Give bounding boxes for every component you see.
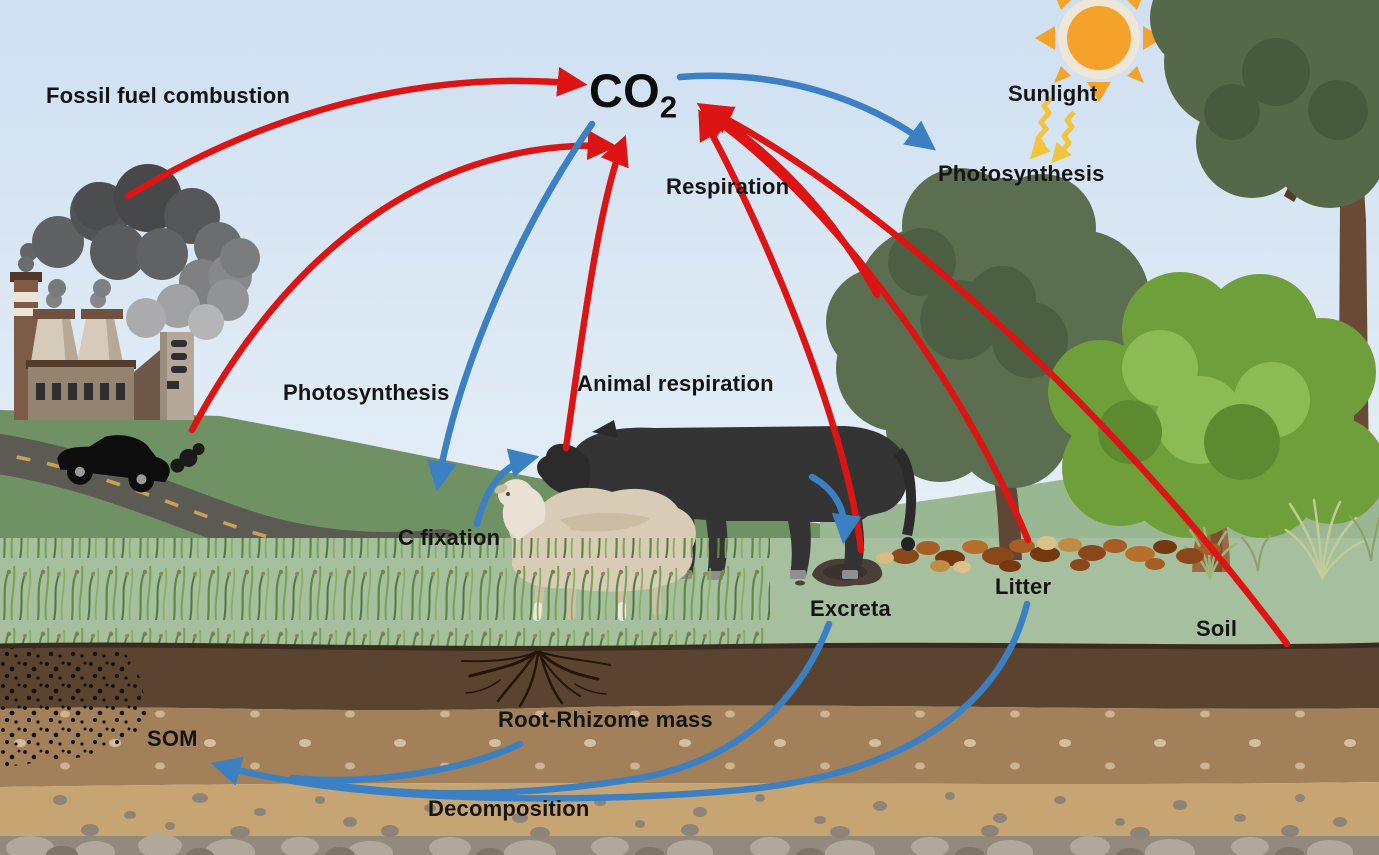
arrow-excreta-to-co2: [698, 109, 865, 554]
sun-icon: [1035, 0, 1163, 102]
cow-icon: [537, 420, 917, 580]
arrow-litter-to-co2: [699, 108, 1032, 544]
label-fossil-fuel-combustion: Fossil fuel combustion: [46, 83, 290, 108]
arrow-root-rhizome-to-decomposition: [288, 740, 524, 784]
factory-icon: [10, 272, 194, 420]
label-som: SOM: [147, 726, 198, 751]
arrow-animal-respiration-to-co2: [562, 135, 629, 452]
label-c-fixation: C fixation: [398, 525, 501, 550]
arrow-grass-to-animals: [473, 448, 540, 528]
label-litter: Litter: [995, 574, 1052, 599]
soil-cross-section: [0, 642, 1379, 855]
label-animal-respiration: Animal respiration: [577, 371, 774, 396]
factory-smoke-icon: [18, 164, 260, 340]
label-decomposition: Decomposition: [428, 796, 590, 821]
label-photosynthesis-left: Photosynthesis: [283, 380, 450, 405]
co2-subscript: 2: [659, 89, 678, 125]
label-photosynthesis-right: Photosynthesis: [938, 161, 1105, 186]
green-tree-icon: [1048, 272, 1379, 572]
arrow-co2-to-photosynthesis: [676, 72, 936, 151]
root-rhizome-icon: [461, 650, 611, 708]
co2-main-text: CO: [589, 64, 660, 117]
arrow-sunlight-1: [1029, 96, 1053, 160]
label-soil: Soil: [1196, 616, 1238, 641]
label-root-rhizome-mass: Root-Rhizome mass: [498, 707, 713, 732]
car-icon: [57, 435, 205, 493]
grass-texture: [0, 538, 770, 658]
arrow-sunlight-2: [1051, 110, 1076, 164]
arrow-car-exhaust-to-co2: [188, 130, 618, 434]
arrow-tree-respiration-to-co2: [696, 102, 881, 299]
label-respiration: Respiration: [666, 174, 790, 199]
background-tree-icon: [1150, 0, 1379, 560]
arrow-decomposition-to-som: [210, 600, 1031, 802]
arrow-animals-to-excreta: [808, 473, 862, 545]
som-patch-icon: [0, 648, 150, 768]
arrow-co2-to-c-fixation: [427, 120, 596, 492]
label-co2: CO2: [589, 63, 677, 125]
arrow-soil-to-co2: [702, 106, 1291, 648]
label-sunlight: Sunlight: [1008, 81, 1098, 106]
label-excreta: Excreta: [810, 596, 891, 621]
arrow-fossil-fuel-to-co2: [124, 66, 588, 200]
